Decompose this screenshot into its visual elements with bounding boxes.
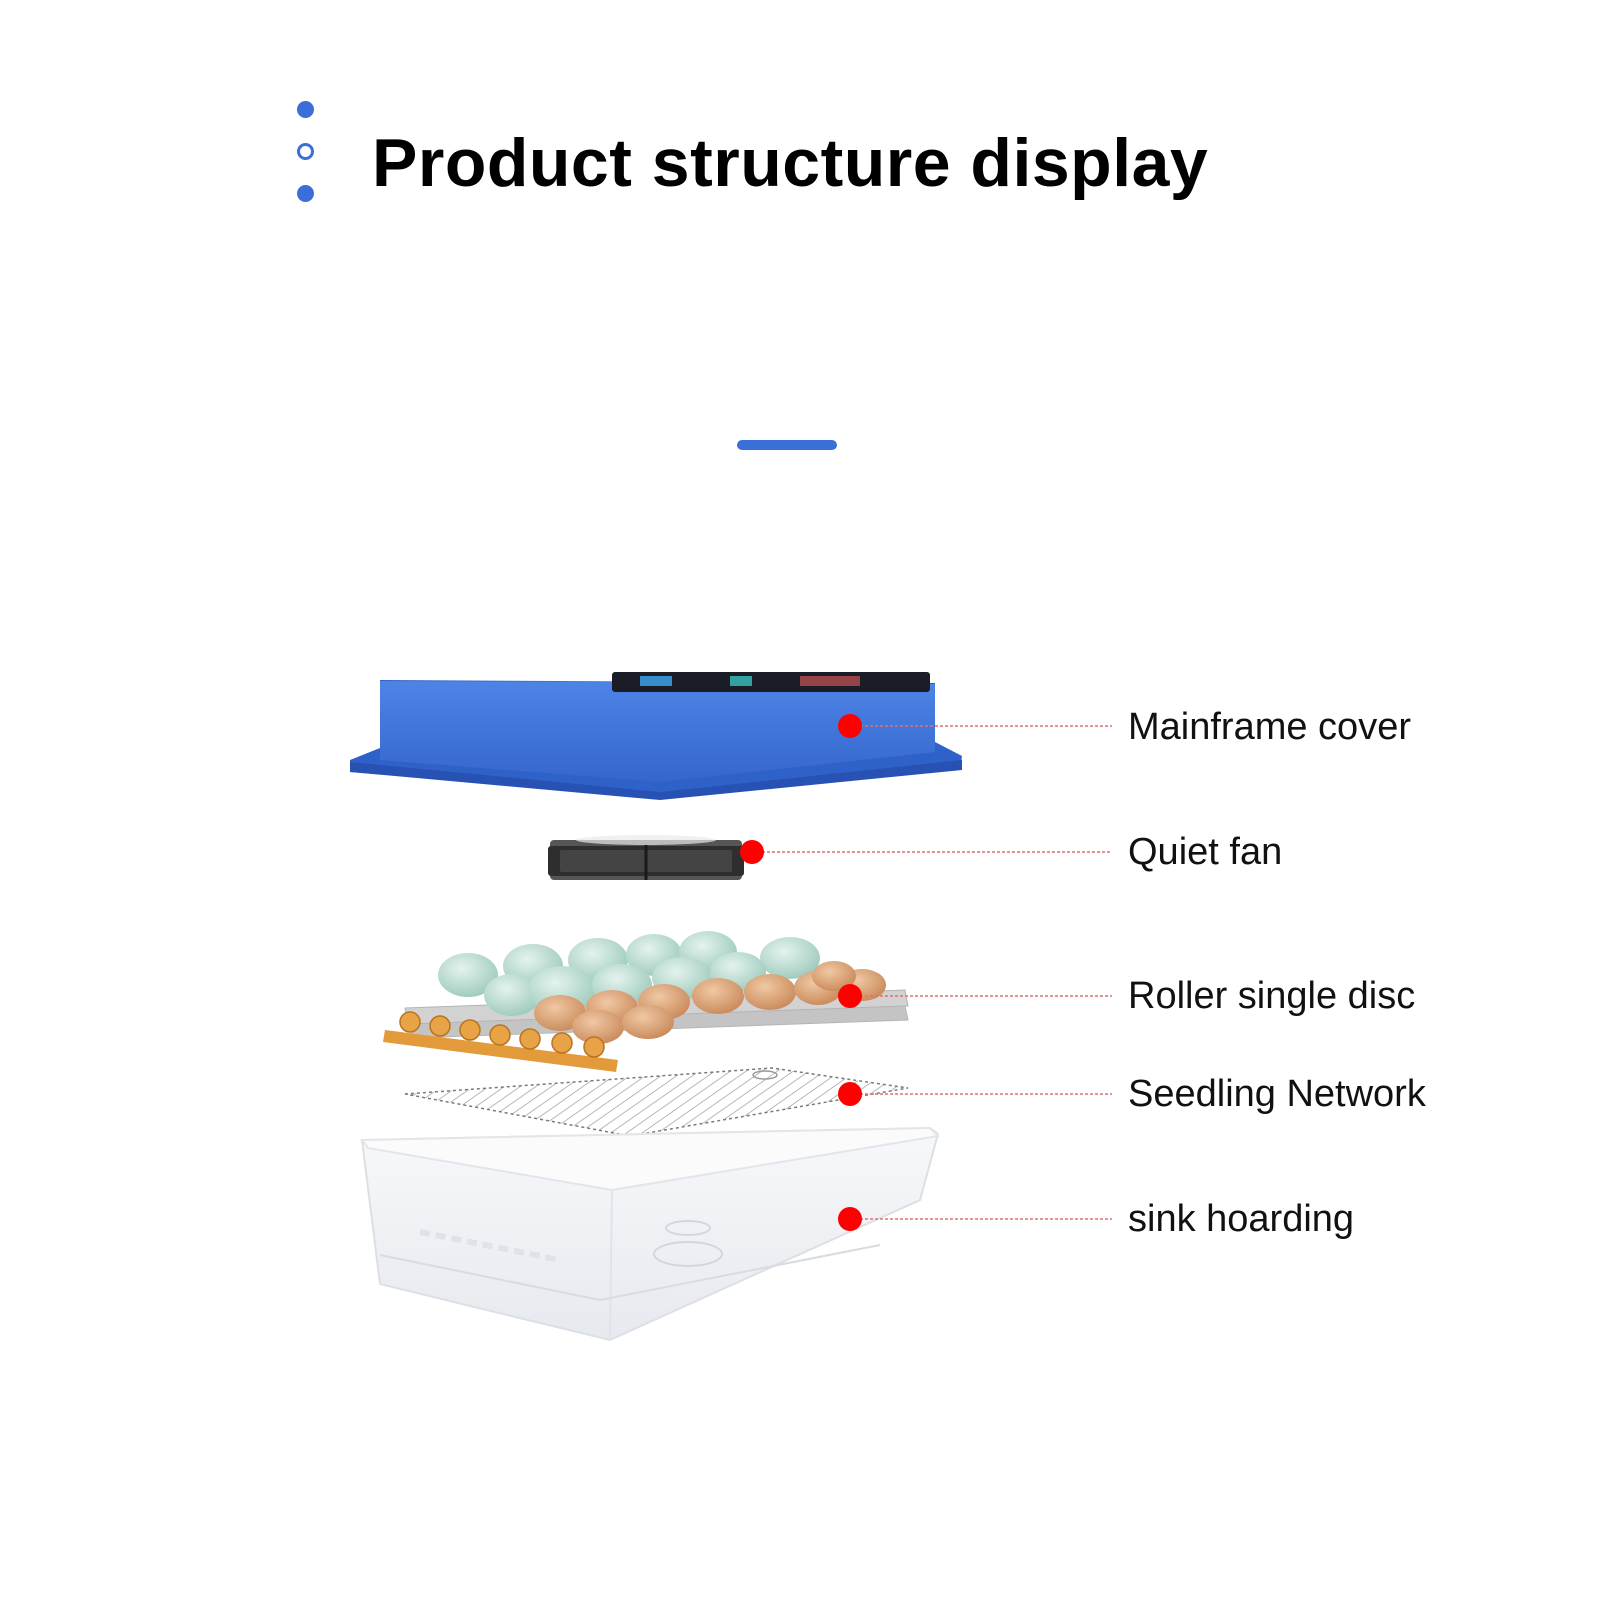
mainframe-cover xyxy=(350,672,962,800)
sink-hoarding xyxy=(360,1126,941,1342)
decor-ring-icon xyxy=(297,143,314,160)
seedling-network xyxy=(404,1067,909,1137)
label-seedling-network: Seedling Network xyxy=(1128,1073,1426,1115)
quiet-fan xyxy=(548,835,744,880)
marker-seedling-network xyxy=(838,1082,862,1106)
page-title: Product structure display xyxy=(372,125,1209,201)
marker-roller-single-disc xyxy=(838,984,862,1008)
title-underline xyxy=(737,440,837,450)
marker-mainframe-cover xyxy=(838,714,862,738)
decor-dot-icon xyxy=(297,101,314,118)
leader-lines xyxy=(752,725,1112,1220)
label-roller-single-disc: Roller single disc xyxy=(1128,975,1416,1017)
roller-single-disc xyxy=(383,931,909,1072)
label-mainframe-cover: Mainframe cover xyxy=(1128,706,1411,748)
marker-sink-hoarding xyxy=(838,1207,862,1231)
label-sink-hoarding: sink hoarding xyxy=(1128,1198,1355,1240)
decor-dot-icon xyxy=(297,185,314,202)
label-quiet-fan: Quiet fan xyxy=(1128,831,1283,873)
marker-quiet-fan xyxy=(740,840,764,864)
roller-drive-rod xyxy=(383,1011,618,1072)
